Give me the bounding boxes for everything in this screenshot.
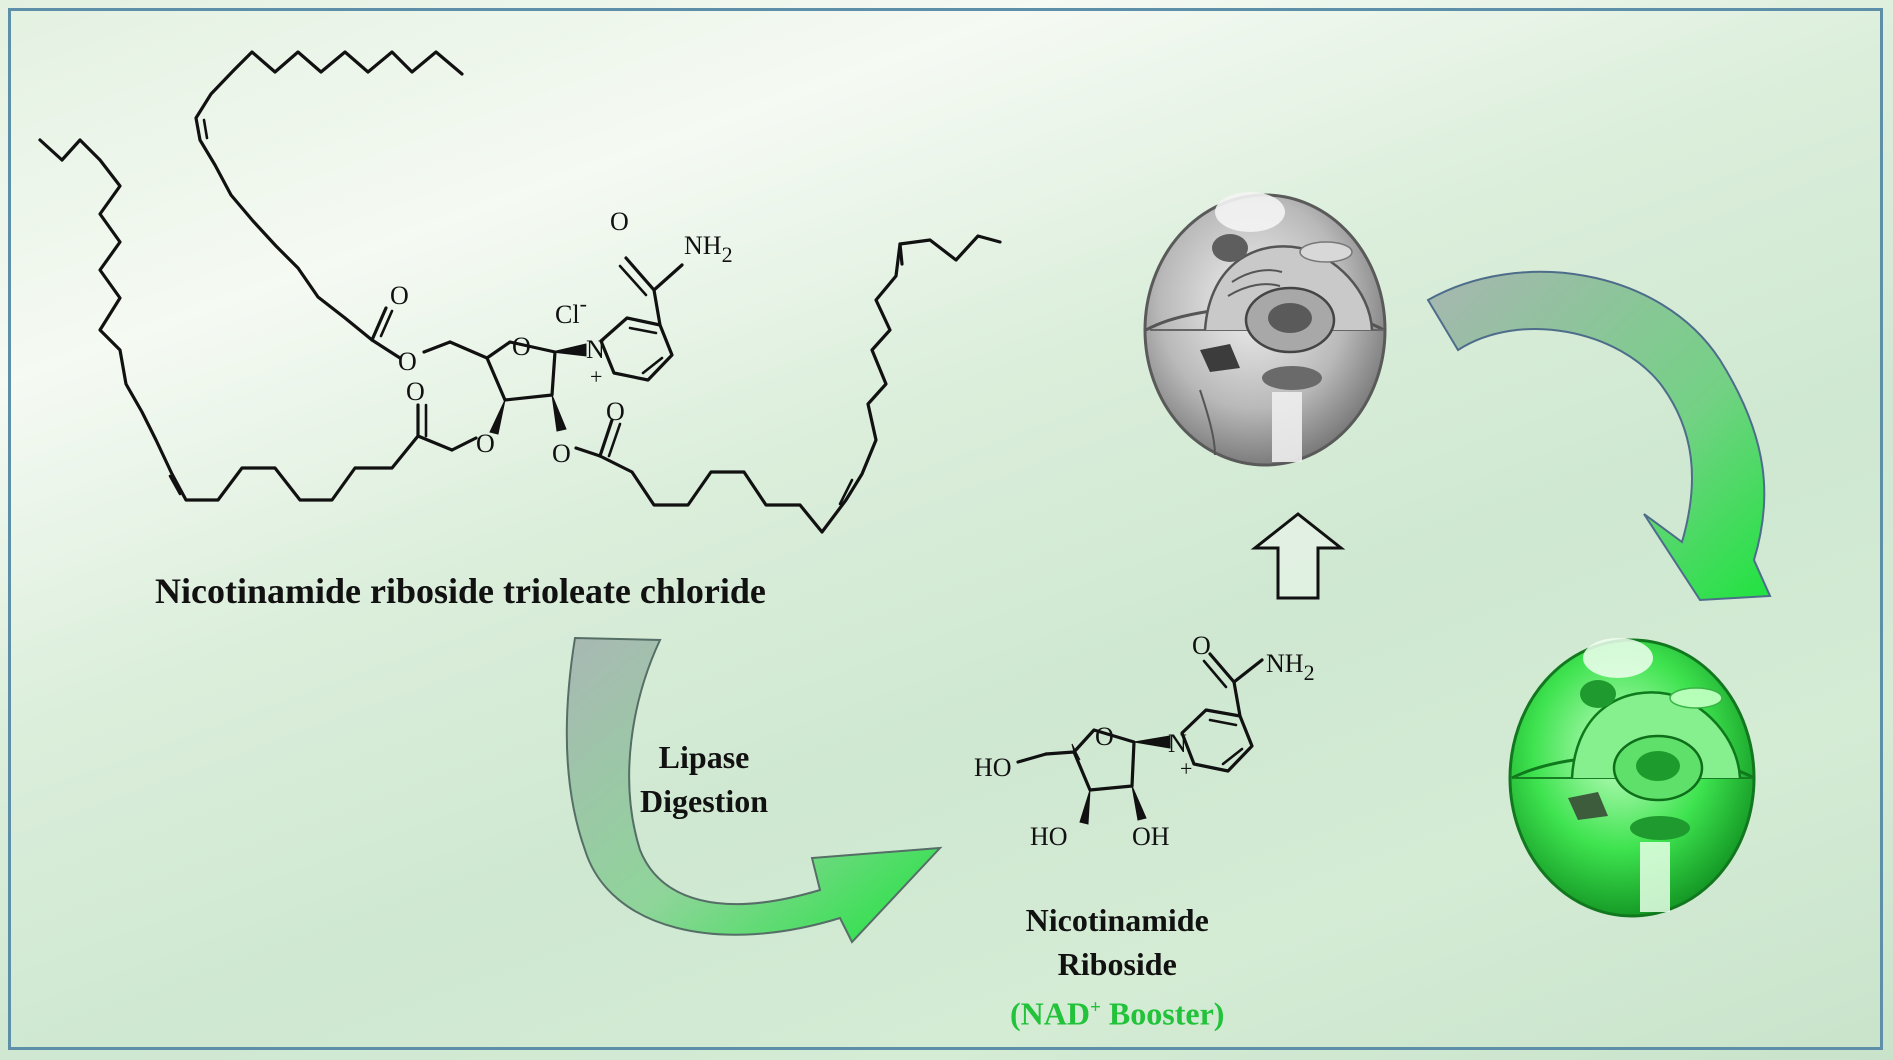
cell-before — [1143, 192, 1387, 467]
atom-n-pyridinium: N — [586, 335, 605, 364]
booster-charge: + — [1089, 997, 1101, 1018]
enzyme-label-line1: Lipase — [658, 739, 750, 775]
atom-ho-secondary: HO — [1030, 822, 1068, 851]
booster-suffix: Booster) — [1100, 995, 1225, 1032]
atom-o-ester-1: O — [398, 347, 417, 376]
cell-after — [1508, 638, 1756, 918]
atom-o-ring-ester: O — [512, 332, 531, 361]
atom-n-riboside: N — [1168, 729, 1187, 758]
atom-nh2: NH2 — [684, 231, 733, 267]
booster-label: (NAD+ Booster) — [1010, 986, 1224, 1036]
digestion-arrow — [565, 636, 943, 944]
atom-nh2-riboside: NH2 — [1266, 649, 1315, 685]
atom-o-ring-riboside: O — [1095, 722, 1114, 751]
atom-chloride: Cl- — [555, 291, 587, 329]
atom-o-amide: O — [610, 207, 629, 236]
atom-o-carbonyl-1: O — [390, 281, 409, 310]
atom-plus-riboside: + — [1180, 756, 1192, 781]
atom-o-ester-2: O — [476, 429, 495, 458]
atom-o-amide-riboside: O — [1192, 631, 1211, 660]
atom-o-carbonyl-3: O — [606, 397, 625, 426]
product-label-line2: Riboside — [1057, 946, 1177, 982]
activation-arrow — [1426, 270, 1772, 602]
atom-o-carbonyl-2: O — [406, 377, 425, 406]
product-label: Nicotinamide Riboside (NAD+ Booster) — [1010, 898, 1224, 1036]
atom-oh-secondary: OH — [1132, 822, 1170, 851]
uptake-arrow — [1250, 512, 1346, 600]
riboside-structure — [1016, 652, 1264, 825]
ester-structure — [38, 50, 1002, 534]
enzyme-label-line2: Digestion — [640, 783, 768, 819]
atom-o-ester-3: O — [552, 439, 571, 468]
enzyme-label: Lipase Digestion — [640, 735, 768, 823]
atom-ho-primary: HO — [974, 753, 1012, 782]
product-label-line1: Nicotinamide — [1025, 902, 1209, 938]
atom-plus-charge: + — [590, 364, 602, 389]
booster-prefix: (NAD — [1010, 995, 1090, 1032]
ester-name-label: Nicotinamide riboside trioleate chloride — [155, 571, 766, 611]
